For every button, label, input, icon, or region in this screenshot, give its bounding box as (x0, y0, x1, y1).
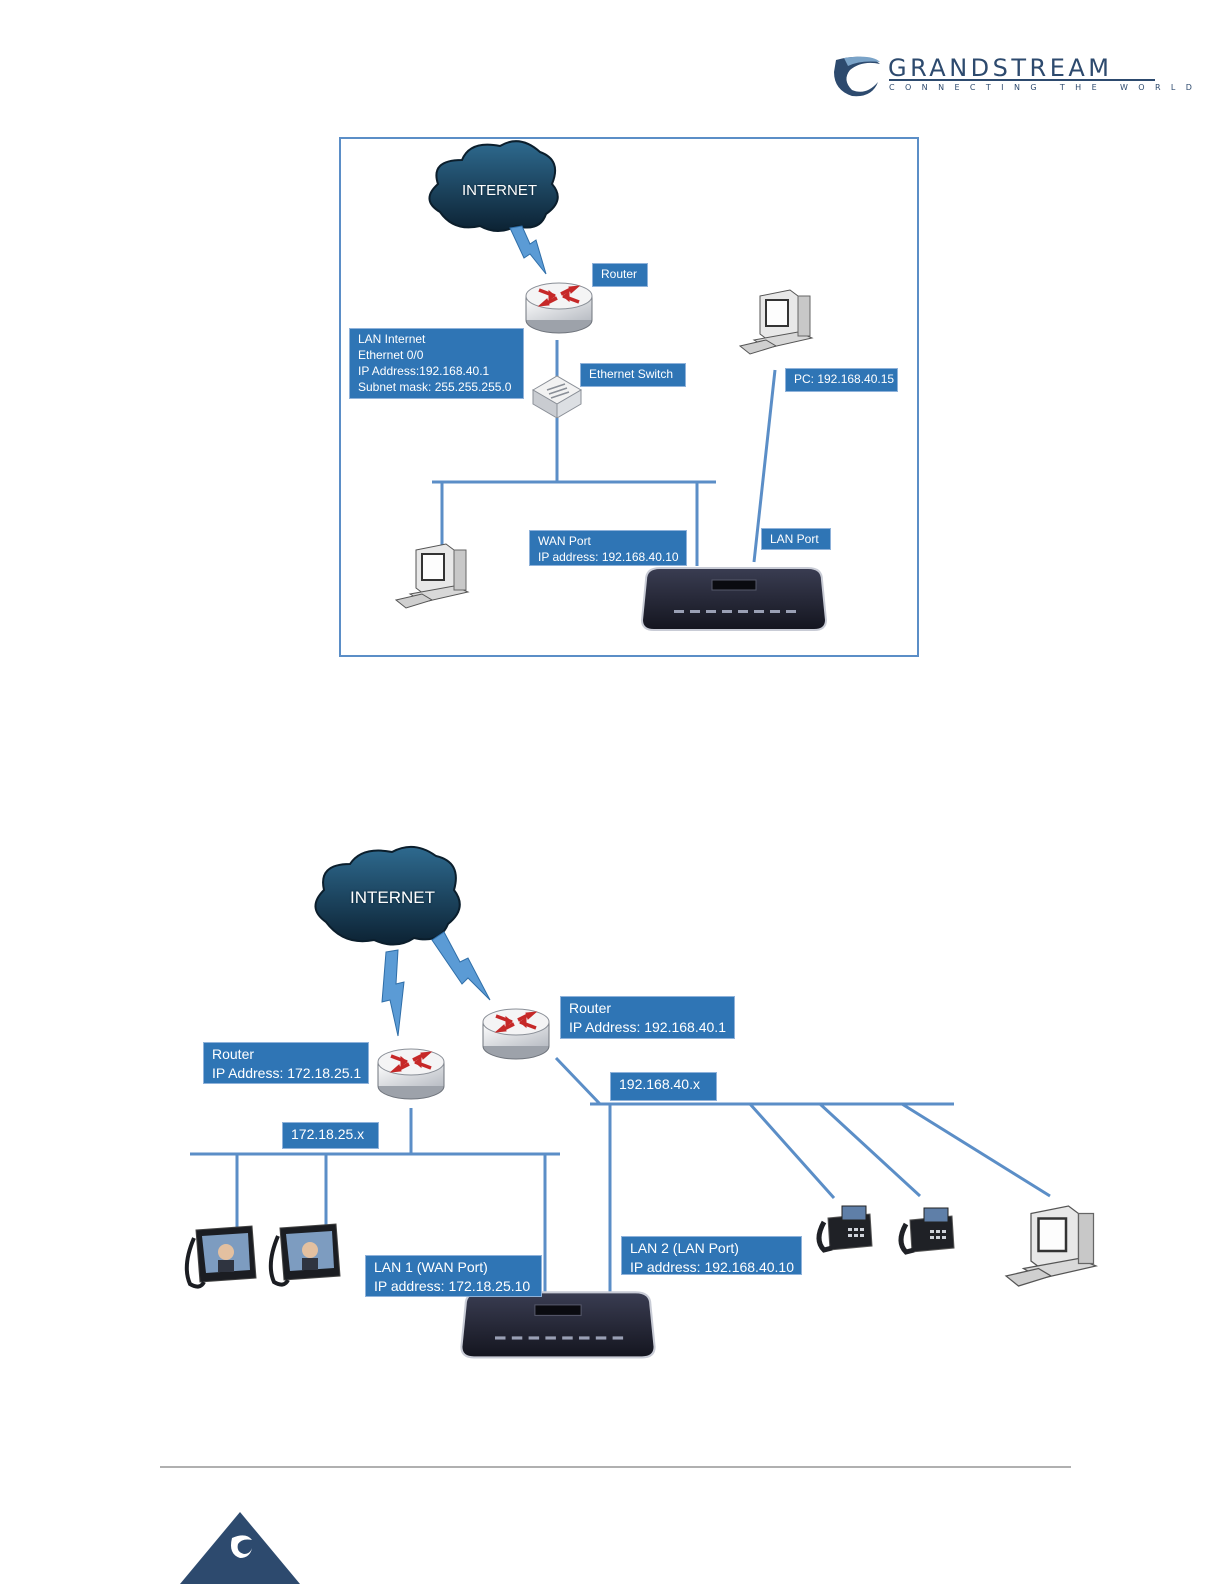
wireless-link-icon (381, 949, 405, 1037)
router-right-label: Router IP Address: 192.168.40.1 (560, 996, 735, 1039)
subnet-right-label: 192.168.40.x (610, 1072, 717, 1101)
lan1-label: LAN 1 (WAN Port) IP address: 172.18.25.1… (365, 1255, 542, 1297)
lan2-label: LAN 2 (LAN Port) IP address: 192.168.40.… (621, 1236, 802, 1275)
footer-logo-icon (180, 1512, 300, 1584)
internet-label: INTERNET (462, 182, 537, 199)
grandstream-logo-icon (834, 56, 880, 97)
ip-phone-icon (901, 1208, 954, 1252)
router-icon (376, 1047, 446, 1101)
wan-port-label: WAN Port IP address: 192.168.40.10 (529, 530, 687, 566)
router-left-label: Router IP Address: 172.18.25.1 (203, 1042, 369, 1084)
brand-tagline: CONNECTING THE WORLD (889, 83, 1203, 92)
brand-name: GRANDSTREAM (888, 54, 1113, 82)
ip-pbx-icon (460, 1291, 656, 1359)
ip-phone-icon (819, 1206, 872, 1250)
wireless-link-icon (431, 931, 491, 1001)
pc-ip-label: PC: 192.168.40.15 (785, 368, 898, 392)
video-phone-icon (184, 1224, 258, 1289)
brand-divider (889, 79, 1155, 81)
lan-port-label: LAN Port (761, 528, 831, 550)
router-icon (481, 1007, 551, 1061)
video-phone-icon (268, 1222, 342, 1287)
subnet-left-label: 172.18.25.x (282, 1122, 379, 1149)
router-label: Router (592, 263, 648, 287)
diagram1-frame (339, 137, 919, 657)
cloud-icon (428, 140, 559, 232)
desktop-pc-icon (1004, 1204, 1098, 1288)
router-info-label: LAN Internet Ethernet 0/0 IP Address:192… (349, 328, 524, 399)
internet-label: INTERNET (350, 888, 435, 907)
wireless-link-icon (509, 225, 547, 275)
diagram2 (184, 845, 1098, 1359)
cloud-icon (314, 845, 461, 946)
diagram1 (395, 140, 827, 631)
switch-label: Ethernet Switch (580, 363, 686, 387)
footer-divider (160, 1466, 1071, 1468)
